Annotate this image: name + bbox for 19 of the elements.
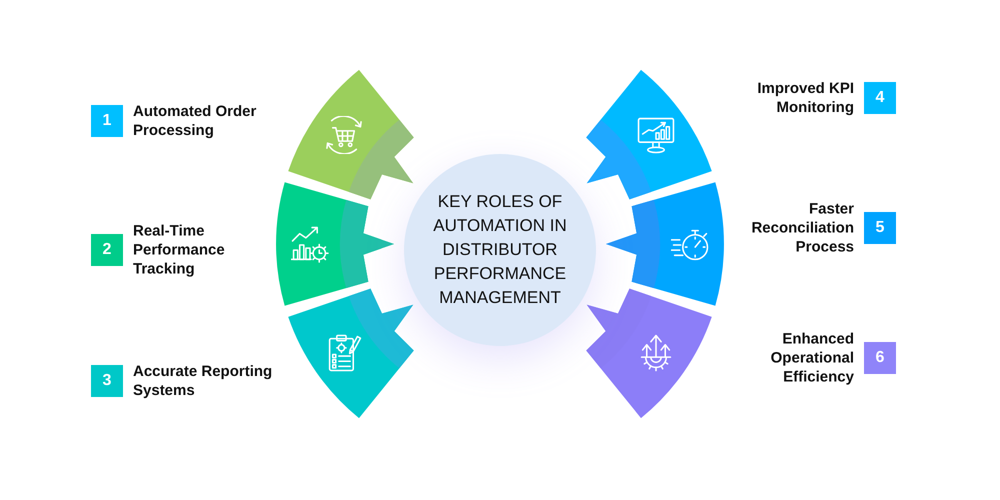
arrow-wedge xyxy=(586,288,712,418)
arrow-wedge xyxy=(288,288,414,418)
arrow-wedge xyxy=(276,182,394,306)
item-label: Improved KPI Monitoring xyxy=(756,79,854,117)
item-label: Automated Order Processing xyxy=(133,102,258,140)
step-number: 1 xyxy=(91,105,123,137)
item-label: Real-Time Performance Tracking xyxy=(133,222,226,278)
circle-title: KEY ROLES OF AUTOMATION IN DISTRIBUTOR PERFORMANCE MANAGEMENT xyxy=(432,191,568,309)
step-number: 5 xyxy=(864,212,896,244)
item-label: Enhanced Operational Efficiency xyxy=(770,330,854,386)
item-label: Accurate Reporting Systems xyxy=(133,362,274,400)
step-number: 2 xyxy=(91,234,123,266)
item-label: Faster Reconciliation Process xyxy=(750,200,854,256)
step-number: 3 xyxy=(91,365,123,397)
arrow-wedge xyxy=(586,70,712,200)
arrow-wedge xyxy=(606,182,724,306)
arrow-wedge xyxy=(288,70,414,200)
step-number: 4 xyxy=(864,82,896,114)
step-number: 6 xyxy=(864,342,896,374)
